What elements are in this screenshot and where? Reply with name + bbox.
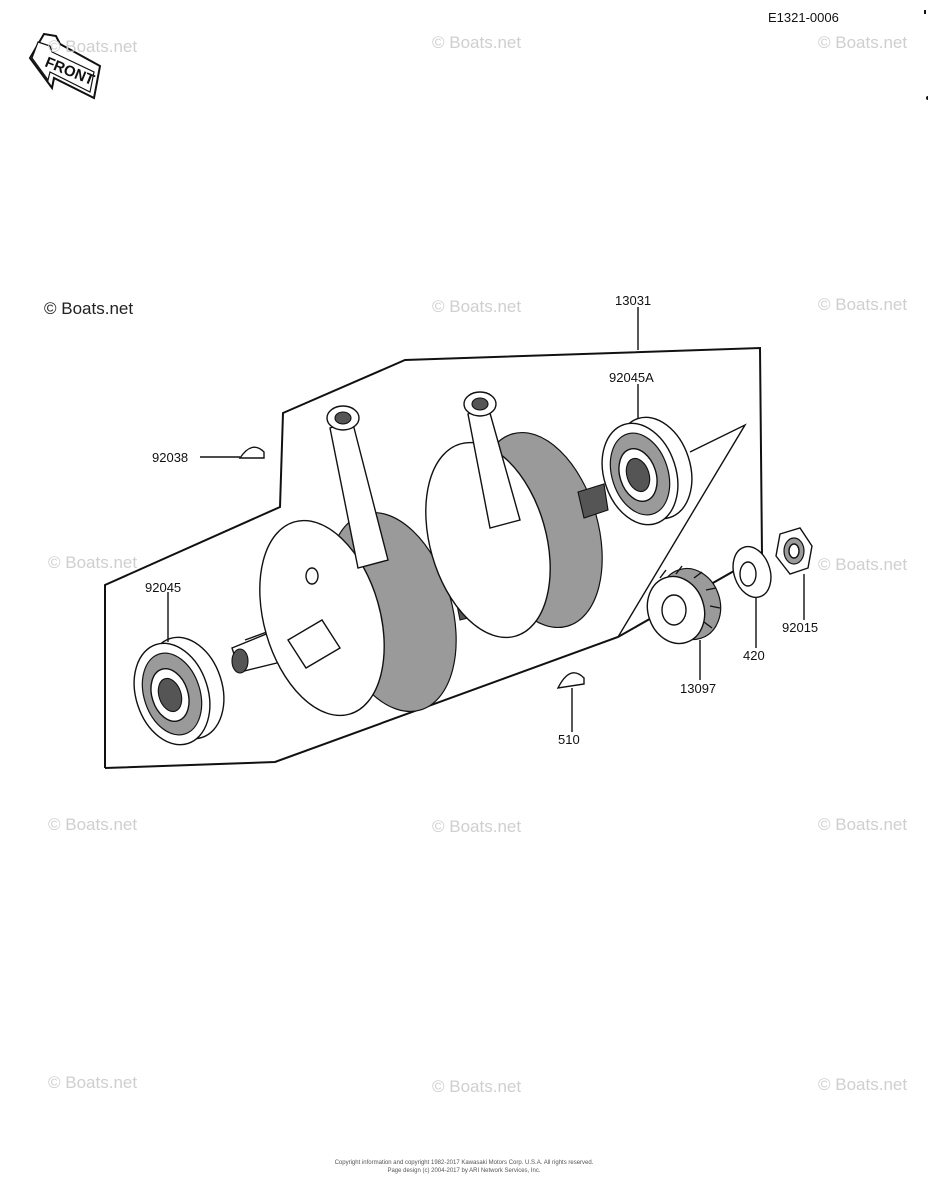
watermark: © Boats.net bbox=[432, 817, 521, 836]
part-label-13097[interactable]: 13097 bbox=[680, 681, 716, 696]
bearing-right-part[interactable] bbox=[590, 407, 705, 534]
watermark: © Boats.net bbox=[818, 295, 907, 314]
key-lower-part[interactable] bbox=[556, 672, 585, 689]
key-upper-part[interactable] bbox=[238, 446, 265, 459]
gear-bracket-lines bbox=[617, 423, 747, 638]
bearing-left-part[interactable] bbox=[122, 627, 237, 754]
watermark: © Boats.net bbox=[48, 1073, 137, 1092]
assembly-outline bbox=[104, 346, 764, 769]
part-label-510[interactable]: 510 bbox=[558, 732, 580, 747]
brand-watermark: © Boats.net bbox=[44, 299, 133, 318]
part-label-13031[interactable]: 13031 bbox=[615, 293, 651, 308]
part-label-92045A[interactable]: 92045A bbox=[609, 370, 654, 385]
watermark: © Boats.net bbox=[818, 815, 907, 834]
copyright-line-1: Copyright information and copyright 1982… bbox=[335, 1160, 594, 1166]
nut-part[interactable] bbox=[775, 527, 813, 575]
watermark: © Boats.net bbox=[48, 553, 137, 572]
watermark: © Boats.net bbox=[48, 37, 137, 56]
front-arrow-icon: FRONT bbox=[28, 32, 102, 100]
watermark: © Boats.net bbox=[818, 1075, 907, 1094]
crankshaft-part[interactable] bbox=[231, 391, 623, 730]
watermark: © Boats.net bbox=[432, 33, 521, 52]
washer-part[interactable] bbox=[727, 542, 777, 603]
part-label-92015[interactable]: 92015 bbox=[782, 620, 818, 635]
gear-part[interactable] bbox=[639, 560, 730, 650]
watermark: © Boats.net bbox=[818, 33, 907, 52]
part-label-420[interactable]: 420 bbox=[743, 648, 765, 663]
watermark: © Boats.net bbox=[432, 297, 521, 316]
watermark: © Boats.net bbox=[432, 1077, 521, 1096]
copyright-line-2: Page design (c) 2004-2017 by ARI Network… bbox=[387, 1168, 540, 1174]
part-label-92038[interactable]: 92038 bbox=[152, 450, 188, 465]
watermark: © Boats.net bbox=[48, 815, 137, 834]
part-label-92045[interactable]: 92045 bbox=[145, 580, 181, 595]
watermark: © Boats.net bbox=[818, 555, 907, 574]
diagram-code: E1321-0006 bbox=[768, 10, 839, 25]
